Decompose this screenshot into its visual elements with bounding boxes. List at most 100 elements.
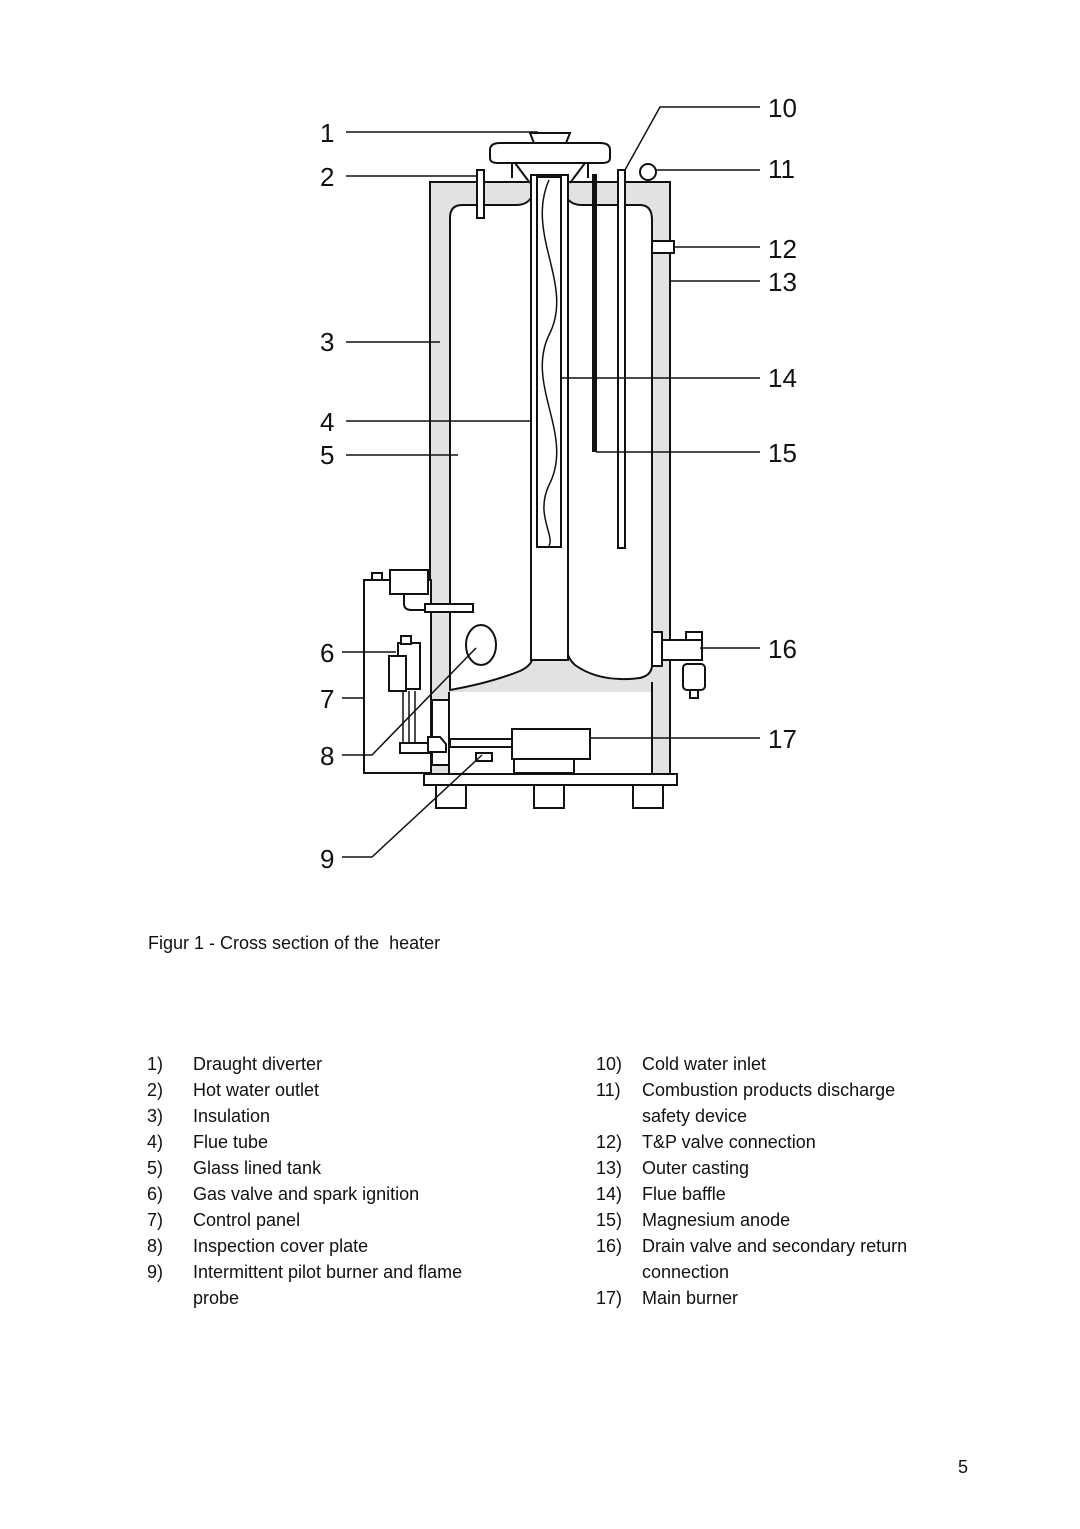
legend-text: Gas valve and spark ignition [193, 1184, 420, 1204]
legend-number: 17) [596, 1288, 623, 1308]
legend-text: Insulation [193, 1106, 271, 1126]
drain-valve-outlet [682, 663, 706, 691]
drain-valve-body [661, 639, 703, 661]
burner-support [513, 758, 575, 774]
callout-3: 3 [320, 327, 334, 357]
callout-10: 10 [768, 93, 797, 123]
legend-item: 12) T&P valve connection [596, 1129, 976, 1155]
legend-number: 8) [147, 1236, 164, 1256]
gas-valve-head [389, 569, 429, 595]
legend-item: 9) Intermittent pilot burner and flame pr… [147, 1259, 507, 1311]
legend-item: 5) Glass lined tank [147, 1155, 507, 1181]
pilot-burner [475, 752, 493, 762]
control-panel-knob [371, 572, 383, 581]
callout-7: 7 [320, 684, 334, 714]
legend-text: Intermittent pilot burner and flame prob… [193, 1262, 463, 1308]
burner-housing [431, 699, 450, 766]
legend-text: Glass lined tank [193, 1158, 322, 1178]
legend-item: 6) Gas valve and spark ignition [147, 1181, 507, 1207]
leader-lines [342, 106, 760, 858]
callout-13: 13 [768, 267, 797, 297]
tp-valve-connection [651, 240, 675, 254]
discharge-safety-device [639, 163, 657, 181]
heater-cross-section-diagram: 1 2 3 4 5 6 7 8 9 10 11 12 13 14 15 16 1… [320, 93, 797, 874]
legend-text: T&P valve connection [642, 1132, 816, 1152]
legend-text: Main burner [642, 1288, 739, 1308]
legend-number: 14) [596, 1184, 623, 1204]
legend-item: 4) Flue tube [147, 1129, 507, 1155]
legend-number: 5) [147, 1158, 164, 1178]
legend-number: 1) [147, 1054, 164, 1074]
legend-item: 13)Outer casting [596, 1155, 976, 1181]
legend-text: Inspection cover plate [193, 1236, 369, 1256]
hot-water-outlet-pipe [476, 169, 485, 219]
legend-item: 17) Main burner [596, 1285, 976, 1311]
legend-text: Hot water outlet [193, 1080, 320, 1100]
callout-6: 6 [320, 638, 334, 668]
legend-number: 15) [596, 1210, 623, 1230]
legend-number: 16) [596, 1236, 623, 1256]
legend-item: 8) Inspection cover plate [147, 1233, 507, 1259]
legend-number: 6) [147, 1184, 164, 1204]
spark-ignition [388, 655, 407, 692]
legend-number: 12) [596, 1132, 623, 1152]
cold-water-inlet-pipe [617, 169, 626, 549]
draught-diverter-cap [528, 132, 572, 144]
legend-text: Magnesium anode [642, 1210, 791, 1230]
legend-text: Control panel [193, 1210, 301, 1230]
legend-number: 11) [596, 1080, 621, 1100]
legend-text: Draught diverter [193, 1054, 323, 1074]
flue-baffle [536, 176, 562, 548]
magnesium-anode [592, 174, 597, 452]
figure-caption: Figur 1 - Cross section of the heater [148, 933, 441, 953]
callout-1: 1 [320, 118, 334, 148]
main-burner [511, 728, 591, 760]
pilot-burner-connector [427, 736, 447, 753]
legend-number: 9) [147, 1262, 164, 1282]
drain-valve-flange [651, 631, 663, 667]
legend-text: Flue baffle [642, 1184, 726, 1204]
callout-16: 16 [768, 634, 797, 664]
legend-number: 3) [147, 1106, 164, 1126]
legend-item: 11)Combustion products discharge safety … [596, 1077, 976, 1129]
legend-left-column: 1) Draught diverter 2) Hot water outlet 3)… [147, 1051, 507, 1311]
callout-2: 2 [320, 162, 334, 192]
legend-text: Drain valve and secondary return connect… [642, 1236, 908, 1282]
legend-text: Cold water inlet [642, 1054, 767, 1074]
page-number: 5 [958, 1457, 969, 1477]
legend-item: 7) Control panel [147, 1207, 507, 1233]
legend-item: 16) Drain valve and secondary return conn… [596, 1233, 976, 1285]
burner-manifold-pipe [449, 738, 513, 748]
foot-center [533, 784, 565, 809]
burner-feed [399, 742, 431, 754]
callout-4: 4 [320, 407, 334, 437]
gas-supply-line [403, 594, 432, 611]
foot-right [632, 784, 664, 809]
inspection-cover-plate [465, 624, 497, 666]
legend-number: 7) [147, 1210, 164, 1230]
legend-number: 2) [147, 1080, 164, 1100]
gas-valve-top [400, 635, 412, 645]
legend-text: Flue tube [193, 1132, 269, 1152]
legend-number: 4) [147, 1132, 164, 1152]
flue-baffle-wave [541, 179, 558, 547]
draught-diverter [489, 142, 611, 164]
callout-9: 9 [320, 844, 334, 874]
callout-15: 15 [768, 438, 797, 468]
callout-14: 14 [768, 363, 797, 393]
callout-11: 11 [768, 154, 795, 184]
foot-left [435, 784, 467, 809]
legend-item: 10) Cold water inlet [596, 1051, 976, 1077]
callout-12: 12 [768, 234, 797, 264]
legend-number: 10) [596, 1054, 623, 1074]
callout-8: 8 [320, 741, 334, 771]
legend-item: 14) Flue baffle [596, 1181, 976, 1207]
legend-item: 15) Magnesium anode [596, 1207, 976, 1233]
drain-valve-stem [689, 689, 699, 699]
legend-item: 1) Draught diverter [147, 1051, 507, 1077]
legend-item: 3) Insulation [147, 1103, 507, 1129]
draught-diverter-skirt [511, 162, 589, 184]
drain-valve-cap [685, 631, 703, 641]
callout-17: 17 [768, 724, 797, 754]
legend-number: 13) [596, 1158, 623, 1178]
